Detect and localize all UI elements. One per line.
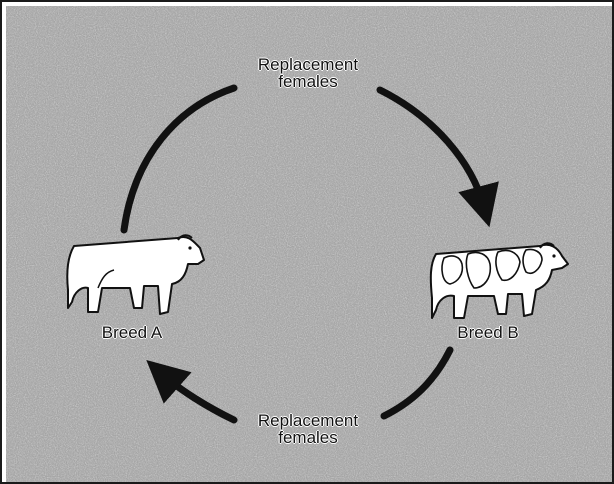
breed-a-text: Breed A	[72, 324, 192, 341]
top-label-line1: Replacement	[228, 56, 388, 73]
bottom-label-line2: females	[226, 429, 390, 446]
bottom-label-line1: Replacement	[226, 412, 390, 429]
top-label: Replacement females	[228, 56, 388, 90]
breed-b-label: Breed B	[418, 324, 558, 341]
top-label-line2: females	[228, 73, 388, 90]
bottom-label: Replacement females	[226, 412, 390, 446]
breed-a-label: Breed A	[72, 324, 192, 341]
breed-b-text: Breed B	[418, 324, 558, 341]
